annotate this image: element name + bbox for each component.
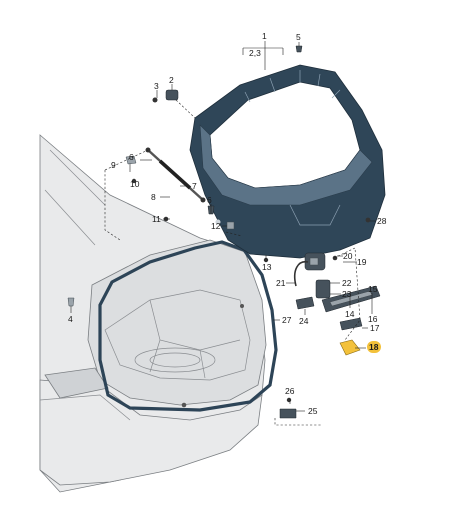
callout-18: 18 [369, 342, 379, 352]
lock-22 [315, 279, 331, 299]
leader-lines [70, 41, 376, 412]
nut-12 [226, 221, 235, 230]
callout-17: 17 [370, 323, 380, 333]
callout-1: 1 [262, 31, 267, 41]
callout-4: 4 [68, 314, 73, 324]
callout-labels: 1 2,3 5 3 2 9 6 10 7 8 11 6 12 28 20 19 … [68, 31, 387, 416]
callout-6b: 6 [207, 195, 212, 205]
callout-13: 13 [262, 262, 272, 272]
callout-3: 3 [154, 81, 159, 91]
callout-7: 7 [192, 181, 197, 191]
callout-6: 6 [129, 152, 134, 162]
callout-15: 15 [368, 284, 378, 294]
hinge [152, 89, 179, 103]
callout-24: 24 [299, 316, 309, 326]
callout-11: 11 [152, 214, 161, 224]
callout-21: 21 [276, 278, 286, 288]
screw-28 [365, 217, 371, 223]
callout-19: 19 [357, 257, 367, 267]
callout-18-highlight [367, 341, 381, 353]
cover-17 [339, 317, 363, 331]
callout-28: 28 [377, 216, 387, 226]
callout-2: 2 [169, 75, 174, 85]
callout-27: 27 [282, 315, 292, 325]
bolt-top [295, 45, 303, 53]
callout-8: 8 [151, 192, 156, 202]
screw-10 [131, 178, 137, 184]
callout-22: 22 [342, 278, 352, 288]
guide-lines [104, 99, 361, 426]
gas-strut [145, 147, 206, 203]
callout-9: 9 [111, 160, 116, 170]
callout-23: 23 [342, 289, 352, 299]
tailgate [189, 64, 386, 259]
switch-24 [295, 296, 315, 310]
lock-motor [304, 252, 338, 271]
screw-26 [286, 397, 292, 403]
callout-12: 12 [211, 221, 221, 231]
callout-5: 5 [296, 32, 301, 42]
car-body [39, 134, 267, 493]
tailgate-seal [98, 240, 278, 412]
clip [125, 155, 137, 165]
callout-25: 25 [308, 406, 318, 416]
cable [293, 261, 309, 287]
callout-2-3: 2,3 [249, 48, 261, 58]
callout-16: 16 [368, 314, 378, 324]
callout-20: 20 [343, 251, 353, 261]
callout-14: 14 [345, 309, 355, 319]
bolt-4 [67, 297, 75, 307]
callout-26: 26 [285, 386, 295, 396]
bracket [279, 408, 297, 419]
callout-10: 10 [130, 179, 140, 189]
highlighted-part-18 [339, 339, 361, 356]
